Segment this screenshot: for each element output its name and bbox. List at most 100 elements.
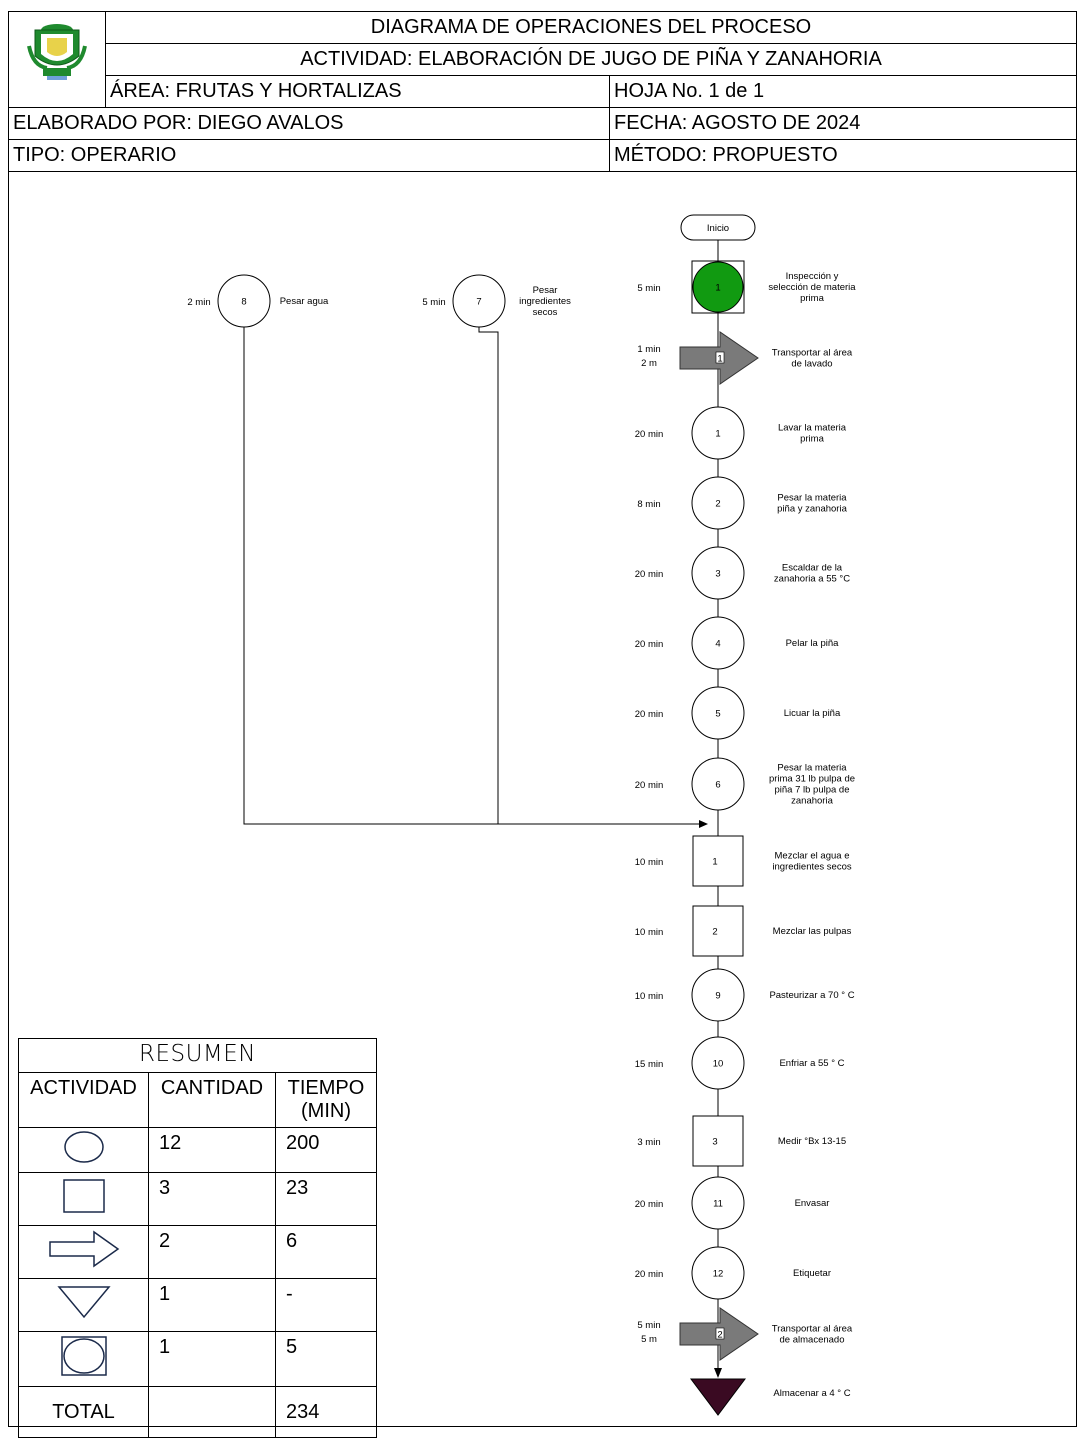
step-description: Licuar la piña (784, 708, 841, 719)
inspection-number: 1 (712, 857, 717, 868)
step-description: Pelar la piña (786, 638, 840, 649)
operation-node (691, 757, 745, 811)
step-time: 10 min (635, 857, 664, 868)
operation-number: 2 (715, 499, 720, 510)
operation-node (691, 406, 745, 460)
summary-time: - (275, 1278, 377, 1332)
inspection-number: 2 (712, 927, 717, 938)
summary-time: 200 (275, 1127, 377, 1173)
step-time: 3 min (637, 1137, 660, 1148)
combined-node-circle (692, 261, 744, 313)
side-step-time: 2 min (187, 297, 210, 308)
operation-node (691, 616, 745, 670)
step-description: Enfriar a 55 ° C (779, 1058, 844, 1069)
operation-symbol-icon (18, 1127, 149, 1173)
operation-node (691, 686, 745, 740)
side-operation-number: 8 (241, 297, 246, 308)
step-time: 20 min (635, 709, 664, 720)
step-time: 20 min (635, 429, 664, 440)
storage-node (690, 1378, 746, 1416)
summary-quantity: 1 (148, 1278, 276, 1332)
start-label: Inicio (707, 223, 729, 234)
step-description: Almacenar a 4 ° C (773, 1388, 850, 1399)
arrowhead-storage (714, 1368, 722, 1378)
inspection-node (692, 1115, 744, 1167)
step-description: Medir °Bx 13-15 (778, 1136, 846, 1147)
sheet-cell: HOJA No. 1 de 1 (609, 75, 1077, 108)
operation-number: 11 (713, 1199, 723, 1210)
connector-line-dry (478, 327, 499, 824)
step-time: 5 min (637, 283, 660, 294)
step-distance: 5 m (641, 1334, 657, 1345)
side-step-description: Pesar agua (280, 296, 329, 307)
step-time: 8 min (637, 499, 660, 510)
summary-col-quantity: CANTIDAD (148, 1072, 276, 1128)
step-distance: 2 m (641, 358, 657, 369)
summary-title: RESUMEN (18, 1038, 377, 1073)
step-time: 5 min (637, 1320, 660, 1331)
operation-number: 10 (713, 1059, 724, 1070)
combined-symbol-icon (18, 1331, 149, 1387)
combined-number: 1 (715, 283, 720, 294)
summary-table: RESUMEN ACTIVIDAD CANTIDAD TIEMPO (MIN) … (18, 1038, 377, 1438)
transport-number: 1 (717, 354, 722, 365)
summary-quantity: 12 (148, 1127, 276, 1173)
summary-time: 23 (275, 1172, 377, 1226)
operation-number: 1 (715, 429, 720, 440)
step-time: 20 min (635, 639, 664, 650)
step-time: 10 min (635, 927, 664, 938)
operation-number: 5 (715, 709, 720, 720)
summary-total-time: 234 (275, 1386, 377, 1438)
inspection-node (692, 905, 744, 957)
method-cell: MÉTODO: PROPUESTO (609, 139, 1077, 172)
institution-crest-icon (27, 24, 87, 80)
summary-quantity: 2 (148, 1225, 276, 1279)
transport-number-box (715, 1327, 725, 1340)
step-description: Envasar (795, 1198, 830, 1209)
summary-quantity: 3 (148, 1172, 276, 1226)
operation-node (691, 476, 745, 530)
step-time: 20 min (635, 1199, 664, 1210)
step-description: Mezclar las pulpas (773, 926, 852, 937)
transport-symbol-icon (18, 1225, 149, 1279)
arrowhead-merge (699, 820, 708, 828)
operation-node (691, 1036, 745, 1090)
operation-node (691, 546, 745, 600)
operation-node (691, 1176, 745, 1230)
operation-number: 3 (715, 569, 720, 580)
operation-number: 6 (715, 780, 720, 791)
start-terminator (680, 214, 756, 241)
logo-cell (8, 11, 106, 108)
step-time: 20 min (635, 569, 664, 580)
inspection-node (692, 835, 744, 887)
header-table: DIAGRAMA DE OPERACIONES DEL PROCESO ACTI… (8, 11, 1077, 172)
operation-node (691, 968, 745, 1022)
storage-symbol-icon (18, 1278, 149, 1332)
transport-number-box (715, 351, 725, 364)
step-description: Pasteurizar a 70 ° C (769, 990, 854, 1001)
inspection-symbol-icon (18, 1172, 149, 1226)
diagram-title: DIAGRAMA DE OPERACIONES DEL PROCESO (105, 11, 1077, 44)
operation-number: 12 (713, 1269, 724, 1280)
side-operation-number: 7 (476, 297, 481, 308)
step-time: 20 min (635, 780, 664, 791)
step-time: 10 min (635, 991, 664, 1002)
operation-node (691, 1246, 745, 1300)
operation-number: 9 (715, 991, 720, 1002)
summary-col-activity: ACTIVIDAD (18, 1072, 149, 1128)
transport-number: 2 (717, 1330, 722, 1341)
step-time: 15 min (635, 1059, 664, 1070)
inspection-number: 3 (712, 1137, 717, 1148)
operation-number: 4 (715, 639, 720, 650)
step-time: 20 min (635, 1269, 664, 1280)
type-cell: TIPO: OPERARIO (8, 139, 610, 172)
